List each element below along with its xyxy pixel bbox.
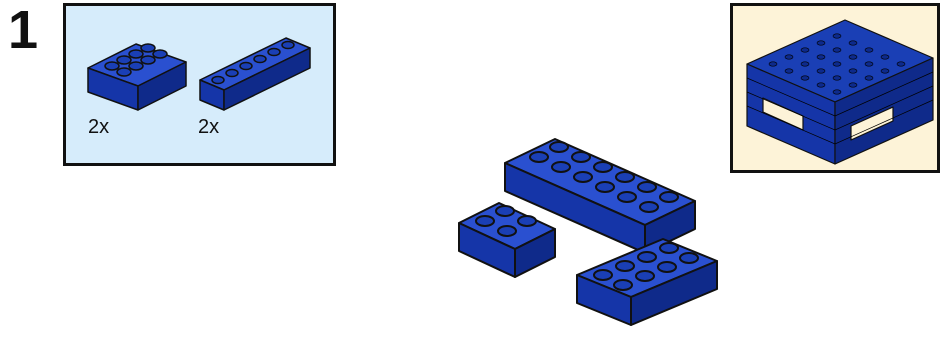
assembly-brick-back (504, 138, 696, 254)
brick-2x4-quantity: 2x (88, 116, 110, 138)
brick-2x6-quantity: 2x (198, 116, 220, 138)
finished-pallet-illustration (746, 19, 934, 165)
finished-model-preview (730, 3, 940, 173)
parts-list-illustration (87, 37, 311, 111)
step-number: 1 (8, 0, 39, 60)
brick-2x4-part-icon (87, 43, 187, 111)
parts-list-callout: 2x 2x (63, 3, 336, 166)
brick-2x6-part-icon (199, 37, 311, 111)
assembly-brick-front (576, 238, 718, 326)
assembly-brick-left (458, 202, 556, 278)
assembly-illustration (458, 138, 718, 326)
pallet-studs (768, 33, 906, 95)
